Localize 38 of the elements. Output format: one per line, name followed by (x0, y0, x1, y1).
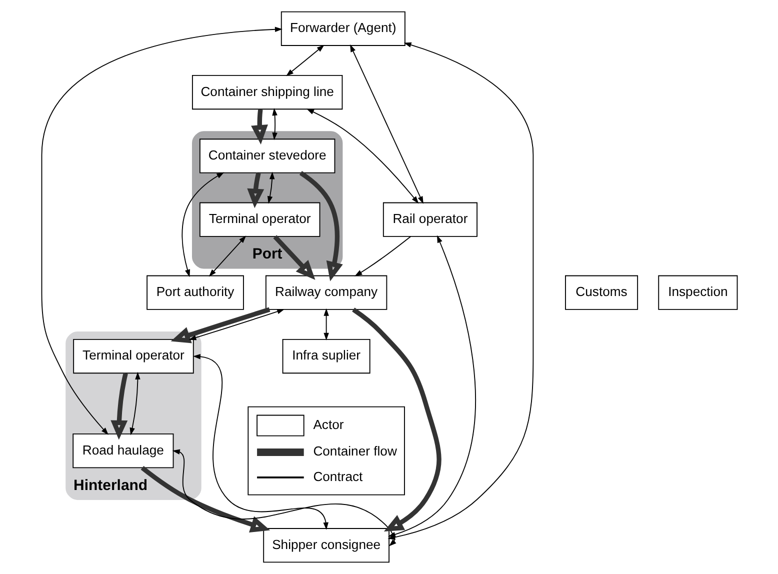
node-box: Customs (564, 275, 638, 310)
node-box: Terminal operator (72, 338, 194, 374)
arrow (272, 235, 315, 280)
arrow (246, 172, 264, 208)
arrow (110, 372, 128, 440)
arrow (352, 308, 441, 532)
node-box: Rail operator (382, 202, 477, 237)
arrow (286, 44, 324, 76)
node-box: Road haulage (72, 434, 174, 468)
legend-label: Container flow (312, 444, 396, 459)
arrow (272, 108, 277, 140)
node-box: Container shipping line (191, 74, 342, 110)
arrow (192, 354, 328, 530)
arrow (354, 236, 411, 276)
node-box: Inspection (658, 275, 738, 310)
legend-label: Contract (312, 468, 362, 484)
arrow (266, 172, 274, 204)
arrow (298, 171, 342, 282)
legend-label: Actor (312, 417, 344, 432)
arrow (170, 307, 270, 344)
arrow (208, 236, 246, 277)
arrow (250, 109, 268, 144)
arrow (350, 44, 423, 204)
node-box: Container stevedore (198, 138, 335, 174)
node-box: Shipper consignee (262, 528, 389, 563)
arrow (188, 308, 284, 340)
arrow (40, 26, 282, 435)
arrow (129, 372, 140, 436)
arrow (323, 308, 328, 340)
arrow (306, 108, 418, 204)
node-box: Terminal operator (198, 202, 320, 237)
arrow (387, 235, 476, 537)
arrow (181, 172, 224, 278)
arrow (140, 466, 270, 533)
node-box: Infra suplier (282, 338, 370, 374)
node-box: Railway company (264, 275, 387, 310)
node-box: Port authority (146, 275, 244, 310)
node-box: Forwarder (Agent) (280, 11, 405, 46)
